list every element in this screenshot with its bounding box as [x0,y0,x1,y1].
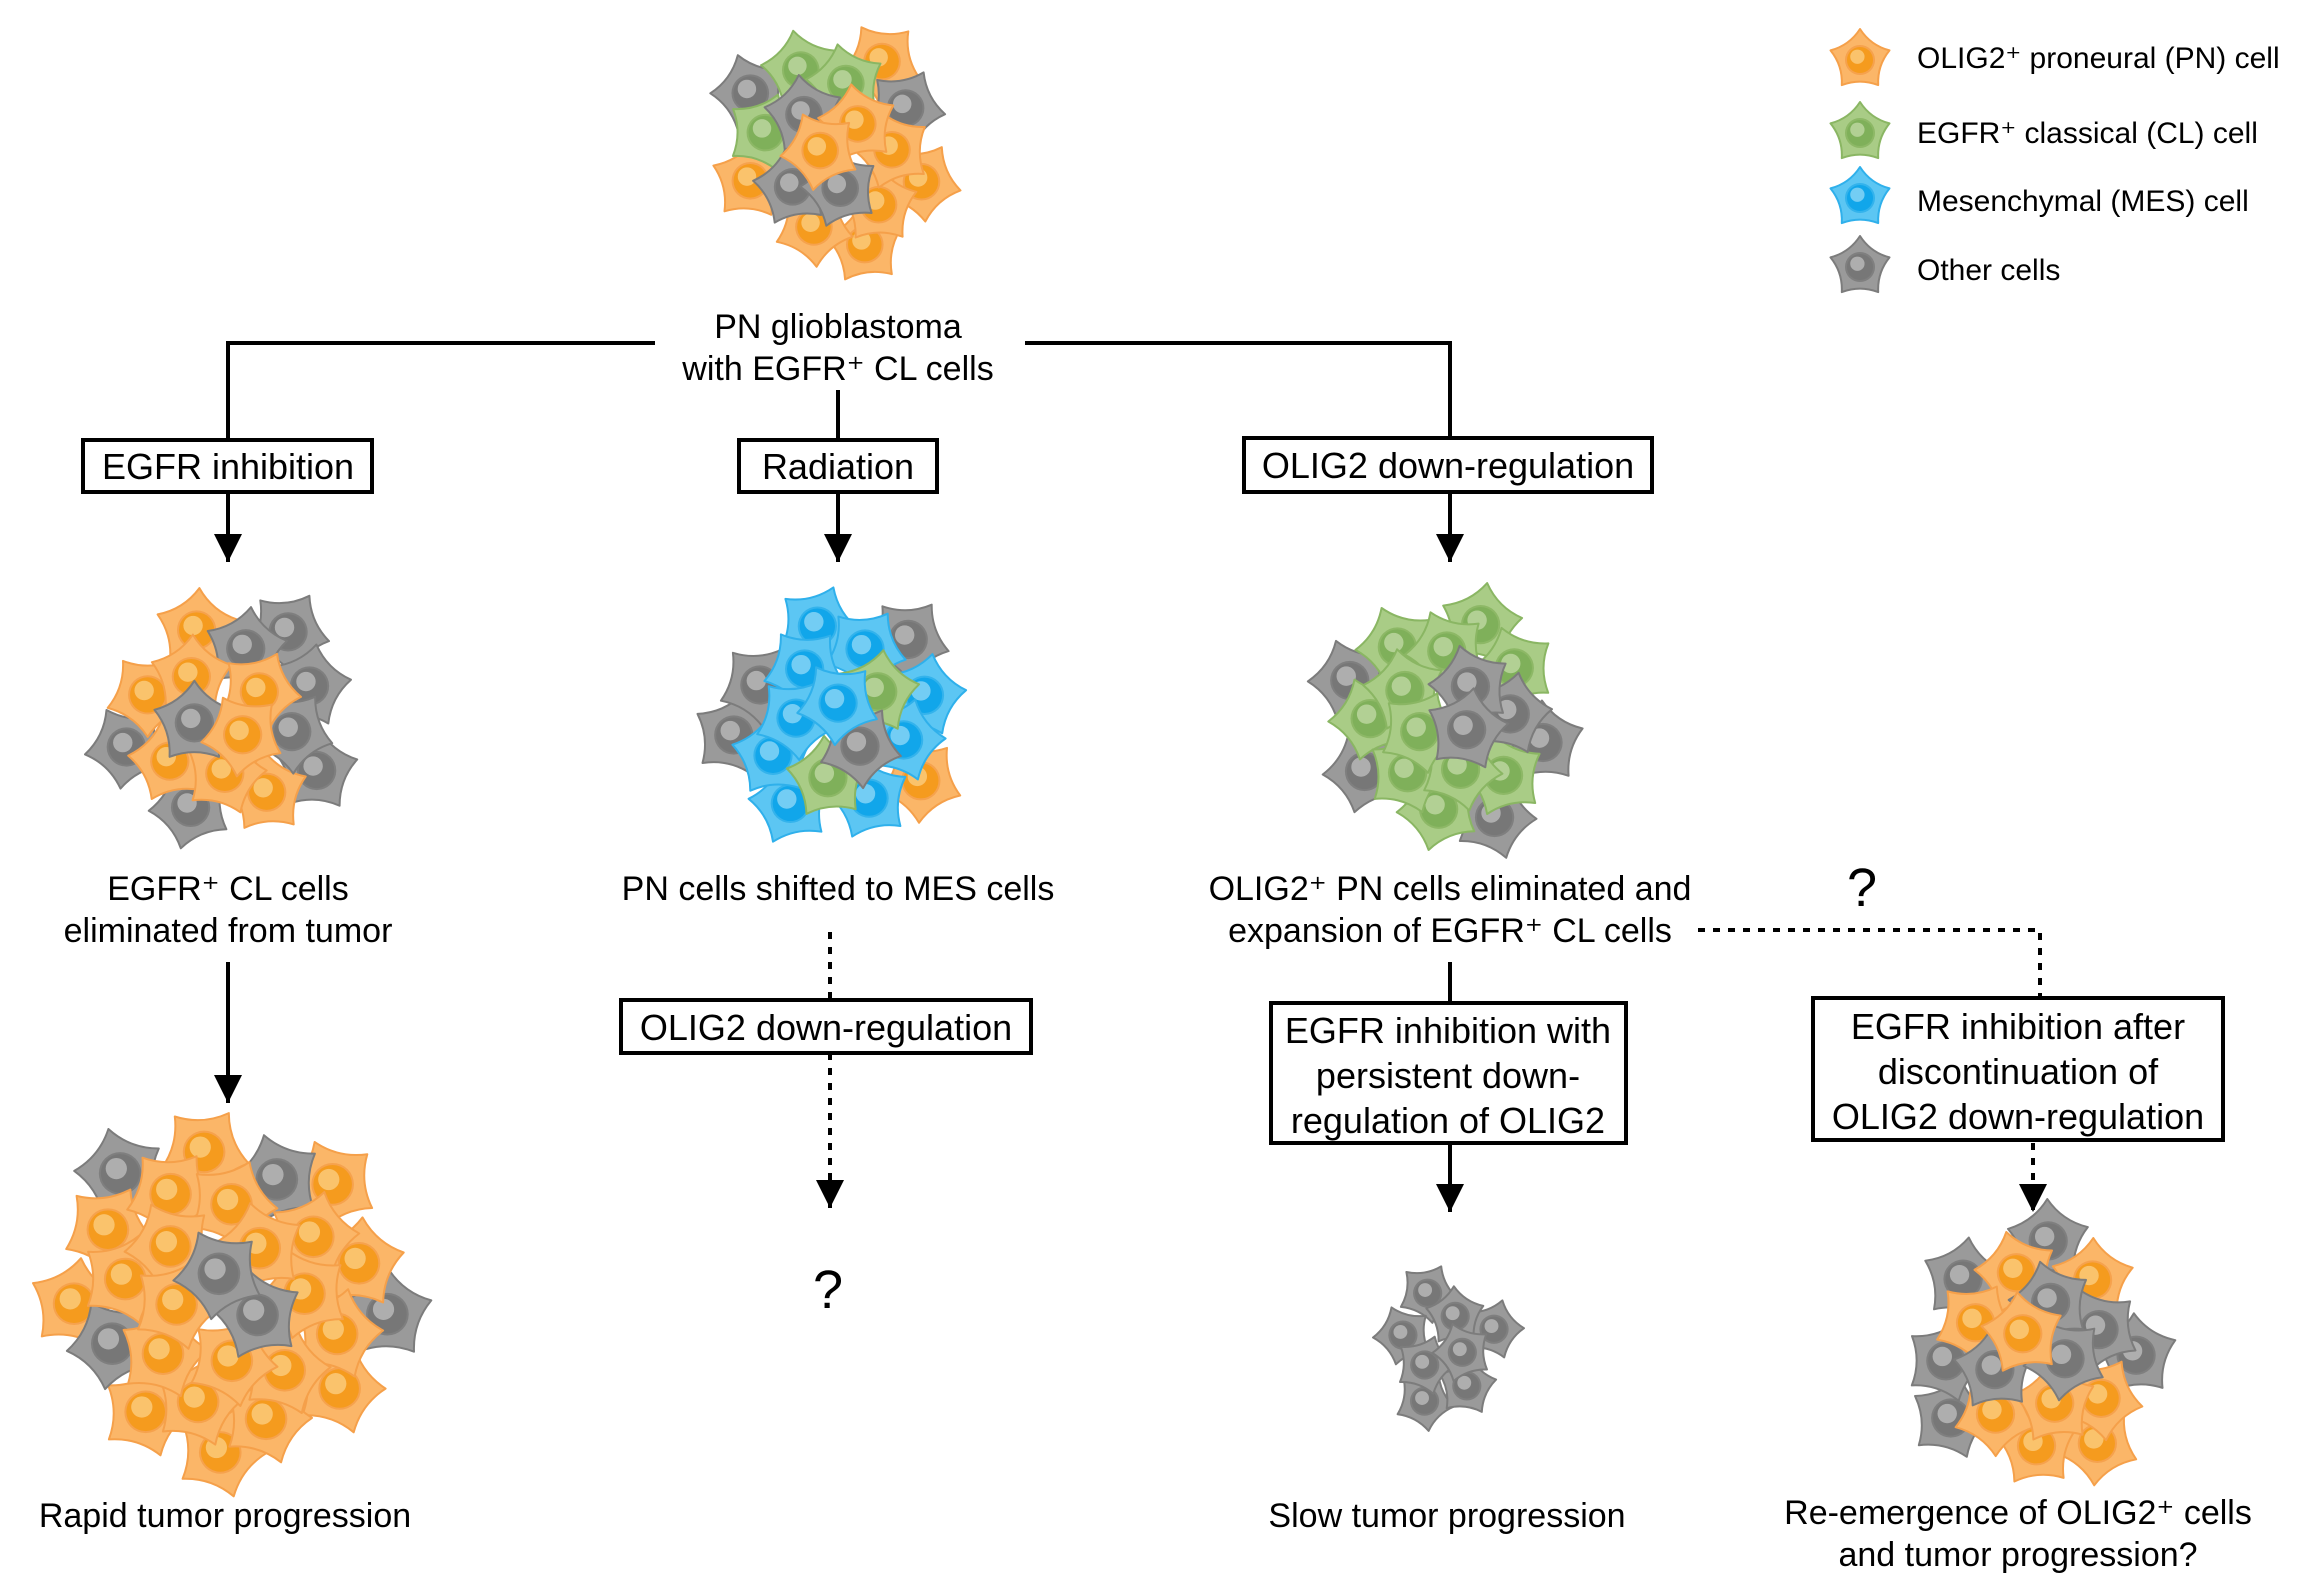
cell-pn [86,1234,173,1324]
egfr-result-line2: eliminated from tumor [64,912,393,950]
sub-left-line2: persistent down- [1316,1055,1580,1096]
cell-pn [1936,1285,2018,1366]
sub-right-question: ? [1847,858,1877,918]
cell-pn [851,110,926,189]
cell-pn [227,1373,313,1464]
legend-label-other: Other cells [1917,254,2060,287]
cell-other [1431,1323,1488,1382]
cell-other [1396,1373,1456,1432]
sub-right-box: EGFR inhibition after discontinuation of… [1811,996,2225,1142]
connectors [214,341,2047,1212]
legend-pn-cell-icon [1829,28,1891,87]
tumor-cluster-after-radiation [696,586,968,843]
radiation-label: Radiation [762,446,914,487]
tumor-cluster-reemergence [1910,1198,2177,1487]
radiation-box: Radiation [737,438,939,494]
cell-other [229,1134,316,1224]
cell-other [1428,687,1510,769]
cell-mes [763,633,846,712]
radiation-olig2-box: OLIG2 down-regulation [619,998,1033,1055]
cell-cl [1354,607,1434,689]
legend-cl-cell-icon [1829,101,1891,160]
cell-pn [107,1366,193,1457]
cell-pn [137,1260,224,1350]
cell-other [1425,1285,1485,1343]
legend-label-pn: OLIG2⁺ proneural (PN) cell [1917,42,2280,75]
cell-mes [1829,166,1891,225]
egfr-inhibition-label: EGFR inhibition [102,446,354,487]
olig2-result-line1: OLIG2⁺ PN cells eliminated and [1209,870,1692,908]
sub-right-line1: EGFR inhibition after [1851,1006,2185,1047]
radiation-olig2-label: OLIG2 down-regulation [640,1007,1012,1048]
tumor-cluster-slow-progression [1372,1265,1525,1432]
cell-other [172,1231,261,1321]
olig2-result-line2: expansion of EGFR⁺ CL cells [1228,912,1672,950]
egfr-inhibition-box: EGFR inhibition [81,438,374,494]
cell-other [1427,644,1507,727]
cell-mes [826,756,907,838]
cell-pn [244,1324,332,1414]
rapid-progression-label: Rapid tumor progression [39,1497,411,1535]
legend-mes-cell-icon [1829,166,1891,225]
cell-mes [796,666,878,746]
cell-cl [1471,626,1550,709]
sub-left-box: EGFR inhibition with persistent down- re… [1269,1001,1628,1145]
radiation-result: PN cells shifted to MES cells [622,870,1055,908]
legend-other-cell-icon [1829,235,1891,294]
cell-pn [1829,28,1891,87]
connector-to-egfr-inhibition [226,341,655,440]
cell-cl [1829,101,1891,160]
cell-pn [200,696,282,778]
sub-left-line3: regulation of OLIG2 [1291,1100,1605,1141]
cell-other [799,148,875,227]
top-label-line2: with EGFR⁺ CL cells [681,350,993,388]
cell-pn [191,1161,279,1251]
cell-pn [779,113,857,191]
cell-pn [1980,1291,2062,1372]
cell-other [1829,235,1891,294]
dashed-to-sub-right [1698,928,2042,998]
cell-other [1914,1376,1994,1458]
tumor-cluster-rapid-progression [32,1112,433,1498]
cell-other [210,1268,299,1358]
cell-pn [122,1307,210,1398]
cell-mes [824,612,907,692]
slow-progression-label: Slow tumor progression [1268,1497,1625,1535]
cell-other [1399,1265,1459,1324]
tumor-cluster-after-egfr-inhibition [84,587,359,850]
connector-to-olig2 [1025,341,1452,440]
sub-left-line1: EGFR inhibition with [1285,1010,1611,1051]
sub-right-line3: OLIG2 down-regulation [1832,1096,2204,1137]
cell-other [276,727,359,807]
olig2-downregulation-label: OLIG2 down-regulation [1262,445,1634,486]
cell-pn [257,1249,344,1339]
cell-other [1910,1320,1989,1402]
cell-cl [731,93,807,172]
reemergence-line1: Re-emergence of OLIG2⁺ cells [1784,1494,2252,1532]
top-label-line1: PN glioblastoma [714,308,962,346]
reemergence-line2: and tumor progression? [1838,1536,2197,1574]
tumor-cluster-after-olig2-downregulation [1306,582,1584,859]
radiation-outcome-question: ? [813,1260,843,1320]
legend-label-mes: Mesenchymal (MES) cell [1917,185,2249,218]
legend-label-cl: EGFR⁺ classical (CL) cell [1917,117,2258,150]
tumor-cluster-initial [709,26,962,281]
egfr-result-line1: EGFR⁺ CL cells [107,870,349,908]
olig2-downregulation-box: OLIG2 down-regulation [1242,436,1654,494]
cell-pn [150,633,233,713]
legend: OLIG2⁺ proneural (PN) cell EGFR⁺ classic… [1829,28,2280,294]
sub-right-line2: discontinuation of [1878,1051,2159,1092]
